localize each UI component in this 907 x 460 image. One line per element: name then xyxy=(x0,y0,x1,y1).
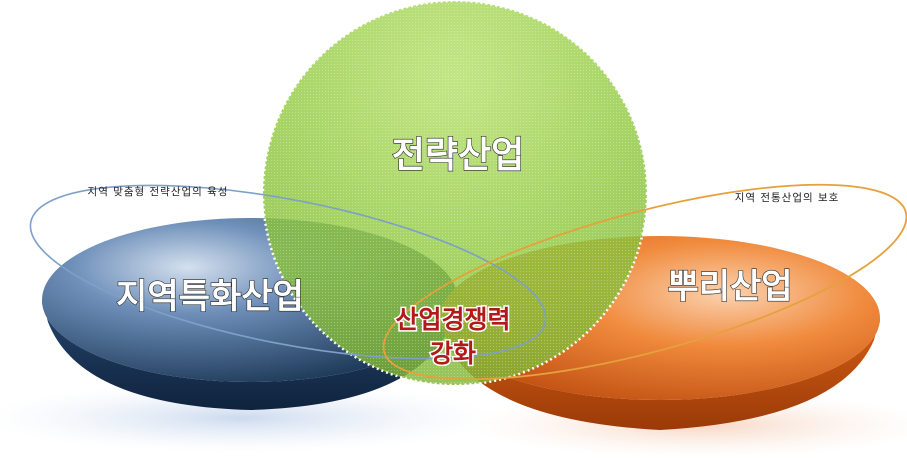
top-circle xyxy=(261,0,649,387)
right-note: 지역 전통산업의 보호 xyxy=(735,191,840,204)
center-label-line2: 강화 xyxy=(430,339,476,368)
left-note: 지역 맞춤형 전략산업의 육성 xyxy=(88,185,229,198)
left-disk-label: 지역특화산업 xyxy=(116,277,304,317)
right-outline-ellipse xyxy=(382,183,907,381)
top-circle-label: 전략산업 xyxy=(392,135,524,176)
left-shadow xyxy=(0,384,495,452)
center-label-line1: 산업경쟁력 xyxy=(395,305,510,334)
left-outline-ellipse xyxy=(29,184,547,360)
right-disk-label: 뿌리산업 xyxy=(667,267,792,307)
